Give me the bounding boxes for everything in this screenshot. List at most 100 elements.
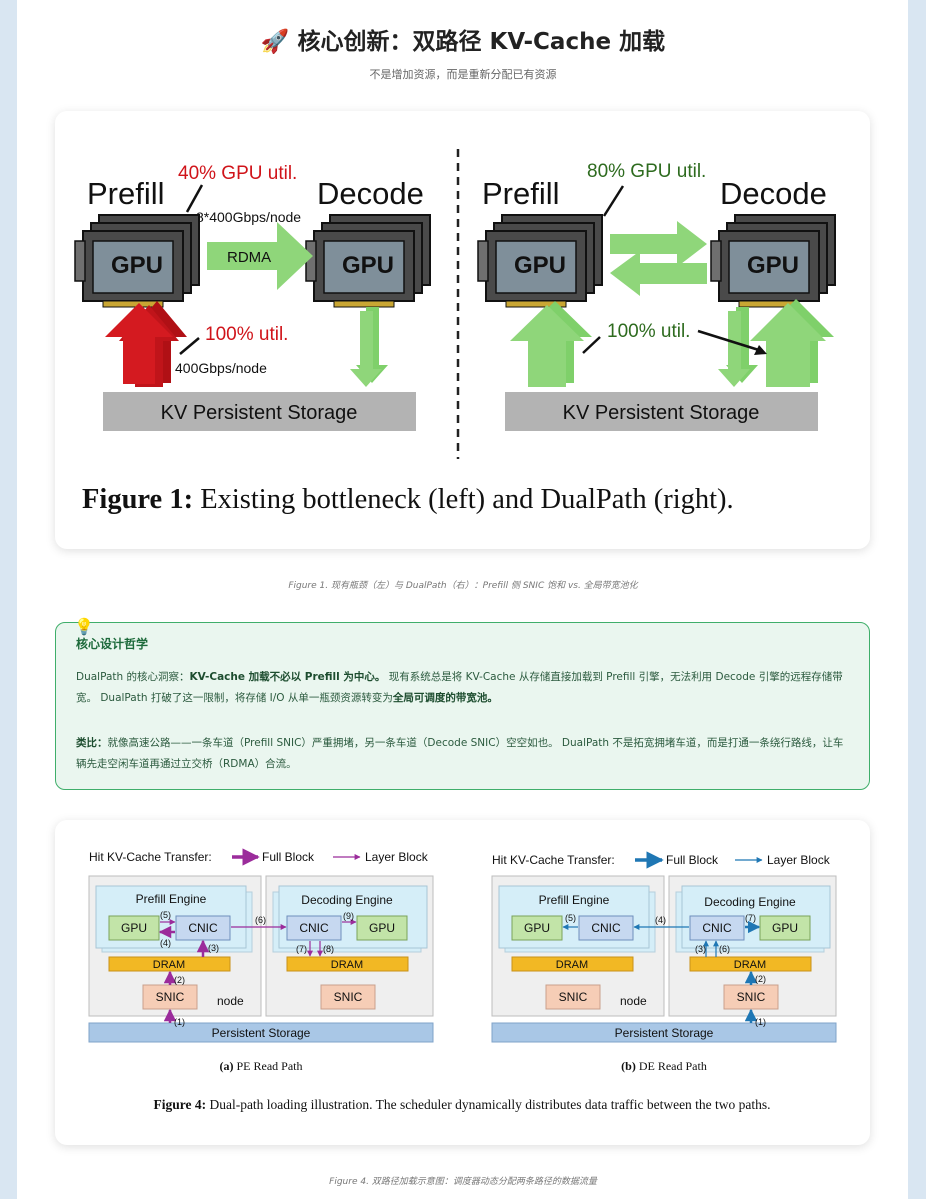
b-decode-cnic-label: CNIC xyxy=(702,921,732,935)
a-step-5: (5) xyxy=(160,910,171,920)
b-decode-cnic xyxy=(689,915,745,941)
panel-b-label: (b) DE Read Path xyxy=(621,1059,707,1073)
b-decode-snic xyxy=(723,984,779,1010)
a-prefill-engine-label: Prefill Engine xyxy=(136,892,207,906)
figure4-card: Hit KV-Cache Transfer: Full Block Layer … xyxy=(55,820,870,1145)
left-decode-gpu: GPU xyxy=(305,214,431,308)
left-storage-pointer xyxy=(179,337,200,355)
a-prefill-dram-label: DRAM xyxy=(153,959,185,971)
left-storage-label: KV Persistent Storage xyxy=(161,402,358,424)
right-prefill-up-arrows xyxy=(510,301,592,387)
philosophy-box: 💡 核心设计哲学 DualPath 的核心洞察：KV-Cache 加载不必以 P… xyxy=(55,617,870,790)
a-decode-cnic-label: CNIC xyxy=(299,921,329,935)
b-step-4: (4) xyxy=(655,915,666,925)
a-decode-gpu xyxy=(356,915,408,941)
a-step-9: (9) xyxy=(343,911,354,921)
a-decode-dram-label: DRAM xyxy=(331,959,363,971)
right-prefill-gpu: GPU xyxy=(477,214,603,308)
left-storage-bw: 400Gbps/node xyxy=(175,360,267,376)
a-prefill-snic-label: SNIC xyxy=(156,990,185,1004)
left-decode-down-arrows xyxy=(350,307,388,387)
figure4-diagram: Hit KV-Cache Transfer: Full Block Layer … xyxy=(88,848,837,1112)
b-step-6: (6) xyxy=(719,944,730,954)
right-storage-pointer-left xyxy=(582,336,601,354)
b-prefill-cnic xyxy=(578,915,634,941)
a-step-3: (3) xyxy=(208,943,219,953)
right-decode-gpu-text: GPU xyxy=(747,252,799,279)
a-node-label: node xyxy=(217,994,244,1008)
b-node-label: node xyxy=(620,994,647,1008)
left-gpu-pointer xyxy=(185,184,204,213)
left-storage-util: 100% util. xyxy=(205,324,288,345)
left-prefill-gpu-text: GPU xyxy=(111,252,163,279)
a-decode-snic-label: SNIC xyxy=(334,990,363,1004)
panel-a-label: (a) PE Read Path xyxy=(220,1059,303,1073)
right-prefill-gpu-text: GPU xyxy=(514,252,566,279)
a-storage xyxy=(88,1022,434,1043)
right-gpu-pointer xyxy=(602,185,625,217)
legend-b-full: Full Block xyxy=(666,853,719,867)
right-storage-util: 100% util. xyxy=(607,321,690,342)
figure1-card: Prefill Decode 40% GPU util. 8*400Gbps/n… xyxy=(55,111,870,549)
a-decode-gpu-label: GPU xyxy=(369,921,395,935)
right-prefill-label: Prefill xyxy=(482,176,560,211)
legend-b-title: Hit KV-Cache Transfer: xyxy=(492,853,615,867)
b-decode-snic-label: SNIC xyxy=(737,990,766,1004)
left-bandwidth: 8*400Gbps/node xyxy=(196,209,301,225)
left-storage-red-arrows xyxy=(105,301,187,387)
b-prefill-dram xyxy=(511,956,634,972)
left-decode-gpu-text: GPU xyxy=(342,252,394,279)
a-decode-dram xyxy=(286,956,409,972)
left-prefill-gpu: GPU xyxy=(74,214,200,308)
right-storage-label: KV Persistent Storage xyxy=(563,402,760,424)
legend-a-full: Full Block xyxy=(262,850,315,864)
panel-b: Hit KV-Cache Transfer: Full Block Layer … xyxy=(491,851,837,1073)
figure4-caption: Figure 4: Dual-path loading illustration… xyxy=(153,1097,770,1112)
right-storage-pointer-right xyxy=(697,329,763,353)
page-title: 🚀 核心创新：双路径 KV-Cache 加载 xyxy=(260,29,666,55)
figure1-below-caption: Figure 1. 现有瓶颈（左）与 DualPath（右）：Prefill 侧… xyxy=(288,581,638,591)
b-prefill-snic xyxy=(545,984,601,1010)
left-gpu-util: 40% GPU util. xyxy=(178,163,297,184)
b-step-3: (3) xyxy=(695,944,706,954)
b-step-7: (7) xyxy=(745,913,756,923)
right-storage-pointer-head xyxy=(754,345,767,355)
legend-b-layer: Layer Block xyxy=(767,853,831,867)
right-arrow-to-prefill xyxy=(610,251,707,296)
b-decode-gpu-label: GPU xyxy=(772,921,798,935)
panel-a: Hit KV-Cache Transfer: Full Block Layer … xyxy=(88,848,434,1073)
a-step-6: (6) xyxy=(255,915,266,925)
a-step-1: (1) xyxy=(174,1017,185,1027)
philosophy-paragraph-1: DualPath 的核心洞察：KV-Cache 加载不必以 Prefill 为中… xyxy=(76,671,843,704)
right-decode-up-arrows xyxy=(750,299,834,387)
b-prefill-dram-label: DRAM xyxy=(556,959,588,971)
a-step-8: (8) xyxy=(323,944,334,954)
b-prefill-cnic-label: CNIC xyxy=(591,921,621,935)
rdma-label: RDMA xyxy=(227,249,271,266)
figure4-below-caption: Figure 4. 双路径加载示意图：调度器动态分配两条路径的数据流量 xyxy=(329,1177,597,1187)
right-gpu-util: 80% GPU util. xyxy=(587,161,706,182)
left-prefill-label: Prefill xyxy=(87,176,165,211)
legend-a-title: Hit KV-Cache Transfer: xyxy=(89,850,212,864)
a-step-7: (7) xyxy=(296,944,307,954)
a-prefill-gpu-label: GPU xyxy=(121,921,147,935)
rdma-arrow xyxy=(207,222,313,290)
b-prefill-engine-label: Prefill Engine xyxy=(539,893,610,907)
figure1-caption: Figure 1: Existing bottleneck (left) and… xyxy=(82,484,734,515)
a-storage-label: Persistent Storage xyxy=(212,1026,311,1040)
right-decode-gpu: GPU xyxy=(710,214,836,308)
a-decode-snic xyxy=(320,984,376,1010)
b-storage-label: Persistent Storage xyxy=(615,1026,714,1040)
b-step-5: (5) xyxy=(565,913,576,923)
b-decode-engine-label: Decoding Engine xyxy=(704,895,796,909)
philosophy-heading: 核心设计哲学 xyxy=(76,637,149,651)
right-decode-label: Decode xyxy=(720,176,827,211)
right-storage-box xyxy=(505,392,818,431)
b-prefill-gpu xyxy=(511,915,563,941)
a-decode-cnic xyxy=(286,915,342,941)
a-prefill-gpu xyxy=(108,915,160,941)
a-decode-engine-label: Decoding Engine xyxy=(301,893,393,907)
legend-a-layer: Layer Block xyxy=(365,850,429,864)
page-subtitle: 不是增加资源，而是重新分配已有资源 xyxy=(369,68,557,81)
figure1-diagram: Prefill Decode 40% GPU util. 8*400Gbps/n… xyxy=(74,149,836,515)
